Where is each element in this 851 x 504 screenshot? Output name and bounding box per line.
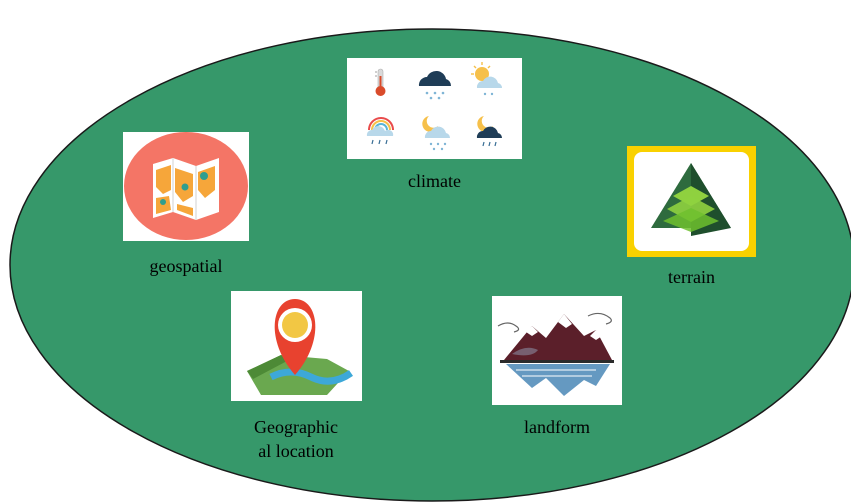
green-mountain-app-icon bbox=[627, 146, 756, 257]
moon-rain-cloud-icon bbox=[476, 116, 503, 147]
moon-snow-cloud-icon bbox=[422, 116, 451, 151]
weather-icons-grid-icon bbox=[347, 58, 522, 159]
thermometer-icon bbox=[375, 68, 386, 96]
terrain-label: terrain bbox=[668, 267, 715, 287]
geographical-location-label-line1: Geographic bbox=[254, 417, 338, 437]
climate-label: climate bbox=[408, 171, 461, 191]
geospatial-label: geospatial bbox=[149, 256, 223, 276]
rainbow-rain-icon bbox=[366, 117, 394, 145]
map-pin-icon bbox=[231, 291, 362, 401]
geographical-location-label-line2: al location bbox=[258, 441, 334, 461]
mountain-reflection-icon bbox=[492, 296, 622, 405]
folded-map-icon bbox=[123, 132, 249, 241]
landform-label: landform bbox=[524, 417, 590, 437]
snow-cloud-icon bbox=[418, 70, 452, 100]
sun-cloud-icon bbox=[471, 62, 503, 96]
